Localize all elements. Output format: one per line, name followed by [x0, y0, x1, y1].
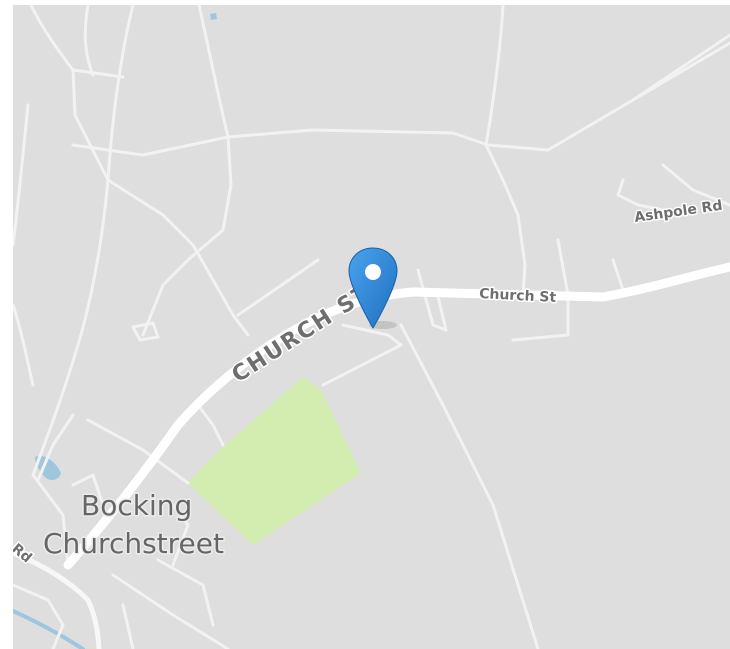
- label-layer: CHURCH ST Church St Ashpole Rd Rd Bockin…: [13, 196, 725, 568]
- stream: [13, 609, 85, 649]
- map-layer: [13, 5, 730, 649]
- place-label-line1: Bocking: [81, 489, 192, 522]
- road-label-church-st-minor: Church St: [479, 286, 557, 306]
- marker-dot: [365, 264, 381, 280]
- park-area: [188, 377, 361, 545]
- road-label-rd-left: Rd: [13, 541, 35, 567]
- small-pond: [210, 13, 217, 20]
- road-label-ashpole-rd: Ashpole Rd: [633, 198, 723, 226]
- pond: [35, 455, 61, 481]
- map-canvas[interactable]: CHURCH ST Church St Ashpole Rd Rd Bockin…: [13, 5, 730, 649]
- map-marker[interactable]: [343, 243, 403, 333]
- place-label-line2: Churchstreet: [43, 527, 224, 560]
- minor-roads: [13, 5, 730, 649]
- side-road: [13, 550, 102, 649]
- church-street-road: [63, 262, 730, 570]
- map-pin-icon: [348, 247, 398, 329]
